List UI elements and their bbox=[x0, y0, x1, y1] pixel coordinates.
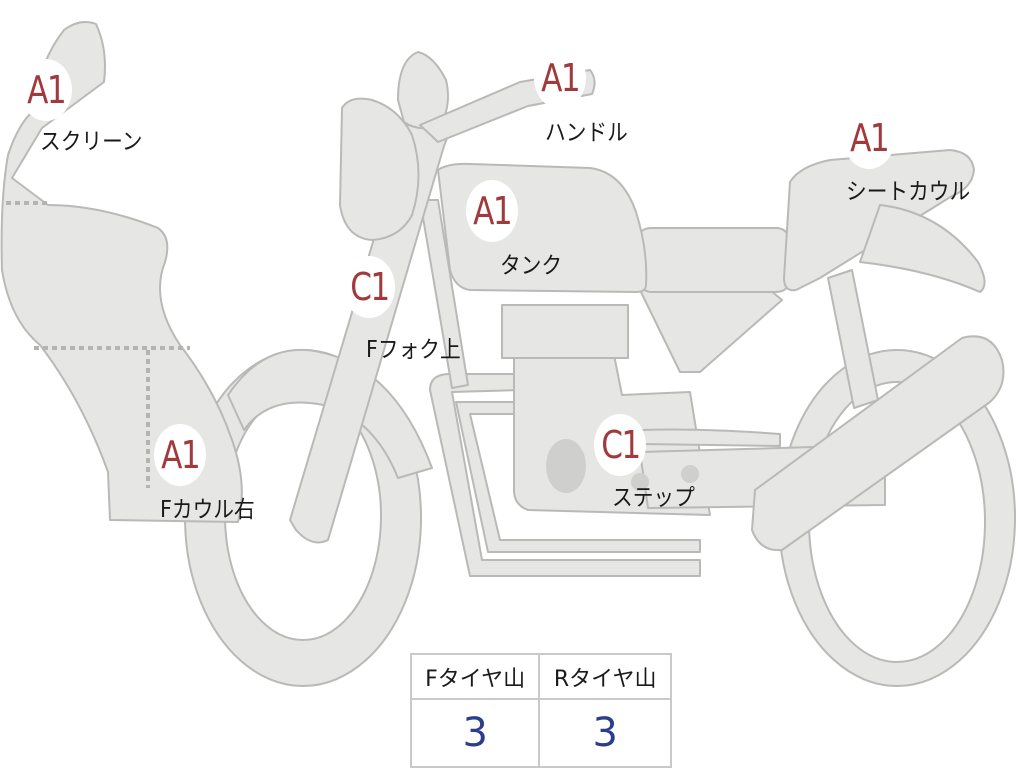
grade-badge-step: C1 bbox=[594, 414, 646, 476]
grade-step: C1 bbox=[600, 423, 641, 467]
part-label-handle: ハンドル bbox=[545, 120, 628, 146]
rear-tire-header: Rタイヤ山 bbox=[538, 653, 672, 700]
part-label-front-cowl: Fカウル右 bbox=[160, 497, 255, 523]
headlight bbox=[339, 97, 420, 241]
exhaust-pipe bbox=[641, 428, 781, 447]
part-label-screen: スクリーン bbox=[40, 129, 143, 155]
tire-table-header-row: Fタイヤ山 Rタイヤ山 bbox=[409, 653, 672, 700]
front-fender bbox=[227, 348, 433, 479]
footrest-peg-right bbox=[681, 465, 699, 483]
grade-badge-seat-cowl: A1 bbox=[843, 107, 895, 169]
part-label-step: ステップ bbox=[612, 485, 695, 511]
grade-badge-handle: A1 bbox=[534, 47, 586, 109]
frame-tube bbox=[419, 199, 469, 389]
grade-front-cowl: A1 bbox=[161, 433, 201, 477]
front-tire-value: 3 bbox=[409, 698, 541, 768]
grade-badge-screen: A1 bbox=[20, 59, 72, 121]
part-label-seat-cowl: シートカウル bbox=[846, 179, 971, 205]
cowl-panel-lines bbox=[6, 201, 190, 488]
engine-top bbox=[501, 304, 629, 359]
front-tire-header: Fタイヤ山 bbox=[409, 653, 541, 700]
part-label-front-fork: Fフォク上 bbox=[366, 337, 461, 363]
side-cover bbox=[637, 227, 791, 293]
grade-screen: A1 bbox=[27, 68, 67, 112]
grade-handle: A1 bbox=[541, 56, 581, 100]
grade-seat-cowl: A1 bbox=[850, 116, 890, 160]
front-cowl bbox=[0, 21, 243, 523]
tire-table-value-row: 3 3 bbox=[409, 698, 672, 768]
part-label-tank: タンク bbox=[500, 253, 563, 279]
tire-tread-table: Fタイヤ山 Rタイヤ山 3 3 bbox=[409, 653, 672, 768]
rear-cowl-tail bbox=[859, 204, 986, 293]
muffler bbox=[751, 335, 1005, 552]
grade-tank: A1 bbox=[473, 189, 513, 233]
rear-frame bbox=[639, 289, 783, 373]
grade-front-fork: C1 bbox=[349, 265, 390, 309]
grade-badge-tank: A1 bbox=[466, 180, 518, 242]
grade-badge-front-fork: C1 bbox=[343, 256, 395, 318]
engine-cover-circle bbox=[546, 439, 586, 493]
grade-badge-front-cowl: A1 bbox=[154, 424, 206, 486]
rear-tire-value: 3 bbox=[538, 698, 672, 768]
footrest-peg-left bbox=[631, 473, 649, 491]
